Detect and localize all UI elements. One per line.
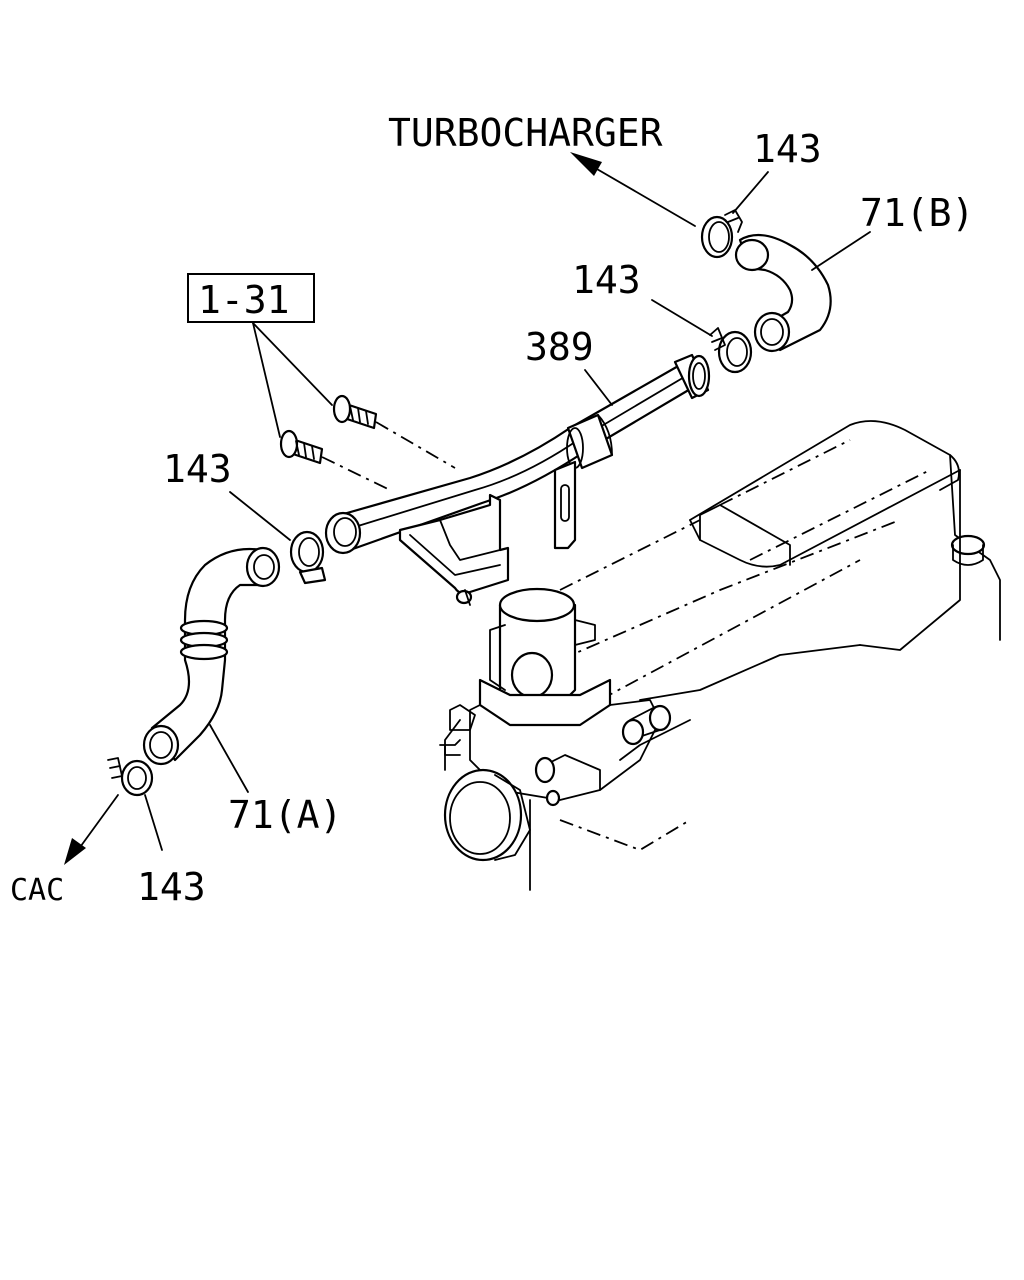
arrow-cac bbox=[64, 838, 86, 865]
label-clamp-top: 143 bbox=[753, 127, 822, 171]
hose-clamp-bottom bbox=[107, 757, 154, 797]
label-turbocharger: TURBOCHARGER bbox=[388, 111, 663, 155]
pipe-389 bbox=[324, 353, 711, 606]
leader-lines bbox=[64, 152, 871, 865]
label-hose-71b: 71(B) bbox=[860, 191, 974, 235]
label-clamp-bottom: 143 bbox=[137, 865, 206, 909]
bolt-upper bbox=[332, 394, 378, 430]
label-clamp-left: 143 bbox=[163, 447, 232, 491]
hose-clamp-top bbox=[700, 209, 743, 259]
engine-block bbox=[439, 420, 1001, 891]
label-cac: CAC bbox=[10, 873, 64, 908]
hose-clamp-left bbox=[289, 530, 327, 585]
bolt-lower bbox=[279, 429, 324, 465]
hose-71b bbox=[734, 233, 832, 353]
arrow-turbocharger bbox=[570, 152, 602, 176]
label-ref-1-31: 1-31 bbox=[198, 278, 290, 322]
hose-71a bbox=[142, 546, 281, 766]
reference-box bbox=[187, 273, 315, 323]
hose-clamp-mid bbox=[709, 327, 753, 374]
label-hose-71a: 71(A) bbox=[228, 793, 342, 837]
label-pipe-389: 389 bbox=[525, 325, 594, 369]
label-clamp-mid: 143 bbox=[572, 258, 641, 302]
